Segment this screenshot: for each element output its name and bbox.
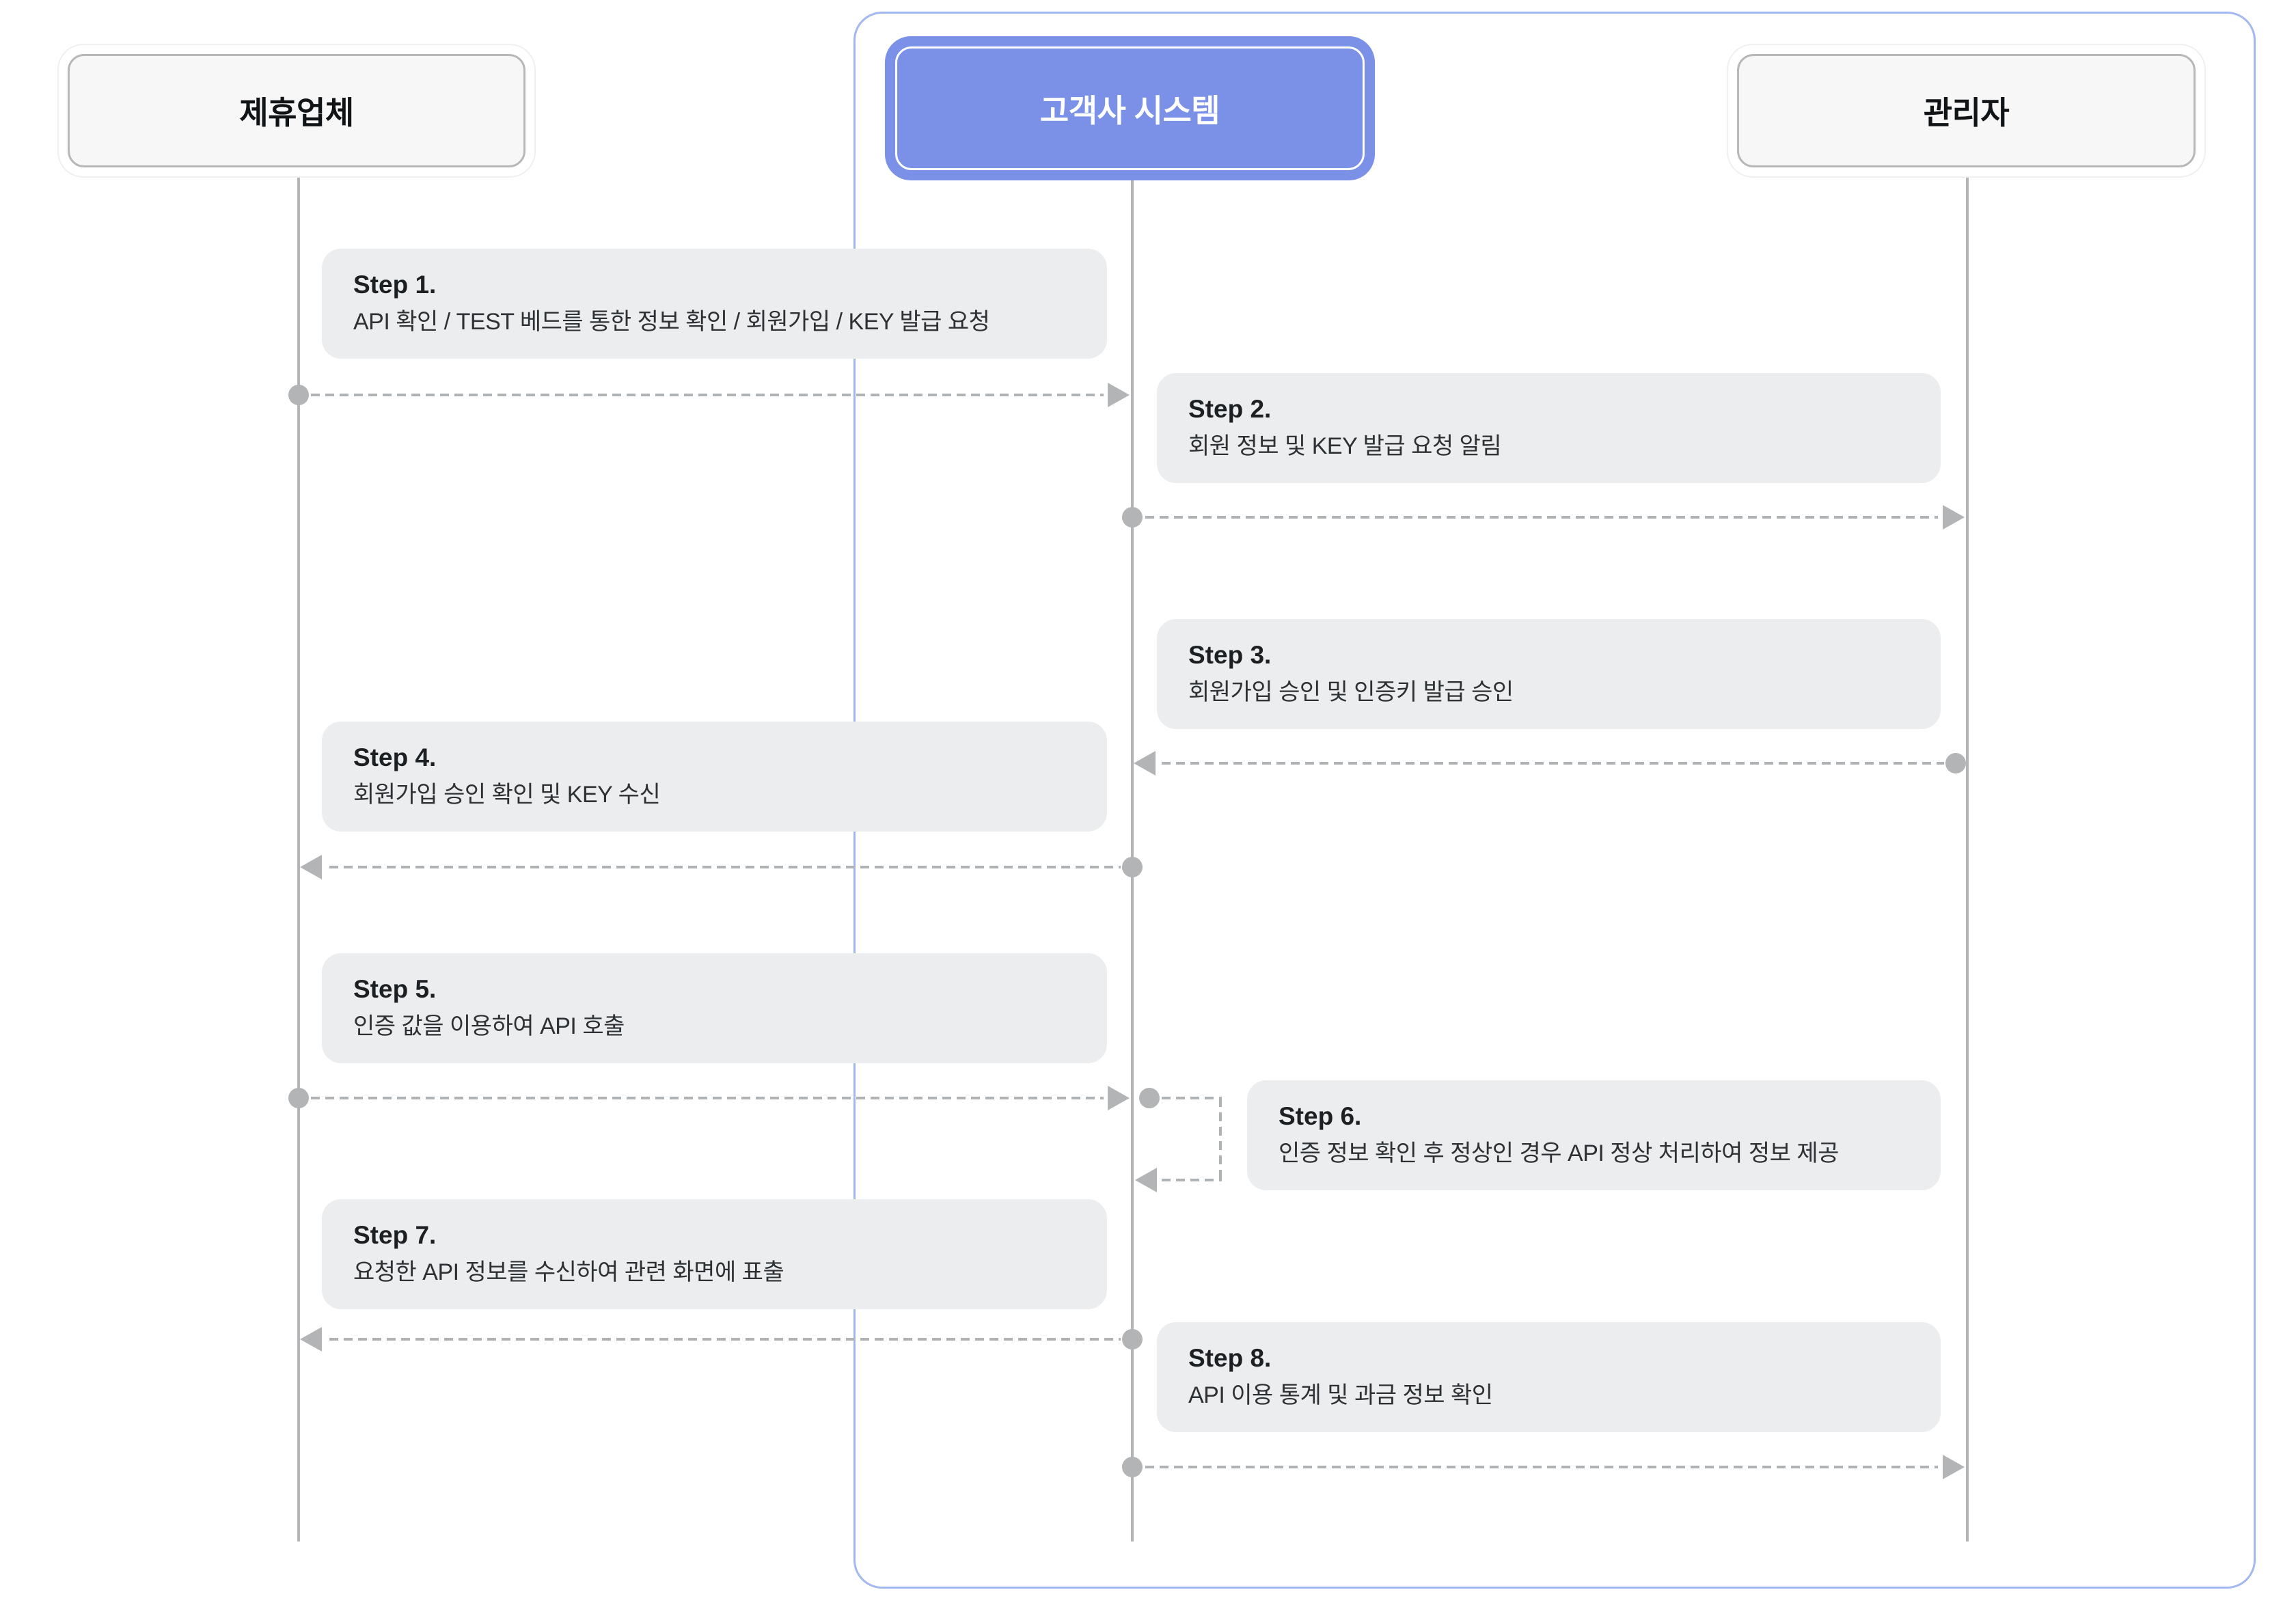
message-origin-dot (288, 385, 309, 405)
actor-admin: 관리자 (1728, 45, 2204, 176)
step-5-desc: 인증 값을 이용하여 API 호출 (353, 1013, 625, 1040)
arrowhead-right-icon (1943, 1455, 1965, 1479)
actor-customer-system-box: 고객사 시스템 (895, 46, 1365, 170)
step-3-desc: 회원가입 승인 및 인증키 발급 승인 (1188, 679, 1514, 706)
step-2-card: Step 2. 회원 정보 및 KEY 발급 요청 알림 (1157, 373, 1941, 483)
step-3-card: Step 3. 회원가입 승인 및 인증키 발급 승인 (1157, 619, 1941, 729)
arrowhead-right-icon (1108, 383, 1130, 407)
message-origin-dot (1122, 857, 1143, 877)
actor-partner-box: 제휴업체 (68, 54, 525, 167)
dashed-message-line (311, 1097, 1104, 1099)
message-origin-dot (1122, 1329, 1143, 1349)
actor-admin-label: 관리자 (1923, 95, 2010, 131)
actor-partner: 제휴업체 (59, 45, 534, 176)
step-4-title: Step 4. (353, 743, 437, 771)
actor-customer-system-label: 고객사 시스템 (1039, 92, 1220, 128)
message-origin-dot (1945, 753, 1966, 773)
step-5-card: Step 5. 인증 값을 이용하여 API 호출 (322, 953, 1107, 1063)
actor-admin-box: 관리자 (1737, 54, 2196, 167)
step-5-title: Step 5. (353, 974, 437, 1003)
arrowhead-left-icon (300, 1327, 322, 1352)
lifeline-partner (297, 178, 300, 1542)
dashed-message-line (1145, 516, 1938, 519)
dashed-message-line (329, 866, 1121, 868)
arrowhead-left-icon (1134, 751, 1156, 776)
arrowhead-left-icon (300, 855, 322, 879)
actor-customer-system: 고객사 시스템 (886, 38, 1374, 179)
dashed-message-line (1162, 1179, 1222, 1181)
arrowhead-right-icon (1943, 505, 1965, 530)
step-1-title: Step 1. (353, 270, 437, 299)
step-8-title: Step 8. (1188, 1343, 1272, 1372)
step-3-title: Step 3. (1188, 640, 1272, 669)
step-6-card: Step 6. 인증 정보 확인 후 정상인 경우 API 정상 처리하여 정보… (1247, 1080, 1941, 1190)
message-origin-dot (1122, 507, 1143, 528)
actor-partner-label: 제휴업체 (239, 95, 354, 131)
step-4-desc: 회원가입 승인 확인 및 KEY 수신 (353, 782, 661, 808)
message-origin-dot (1122, 1457, 1143, 1477)
step-8-desc: API 이용 통계 및 과금 정보 확인 (1188, 1382, 1493, 1409)
step-6-desc: 인증 정보 확인 후 정상인 경우 API 정상 처리하여 정보 제공 (1279, 1140, 1839, 1167)
arrowhead-left-icon (1135, 1168, 1157, 1192)
dashed-message-line (1145, 1466, 1938, 1468)
step-4-card: Step 4. 회원가입 승인 확인 및 KEY 수신 (322, 722, 1107, 832)
step-7-card: Step 7. 요청한 API 정보를 수신하여 관련 화면에 표출 (322, 1199, 1107, 1309)
arrowhead-right-icon (1108, 1086, 1130, 1110)
step-1-desc: API 확인 / TEST 베드를 통한 정보 확인 / 회원가입 / KEY … (353, 309, 990, 335)
dashed-message-line (1162, 762, 1944, 765)
message-origin-dot (288, 1088, 309, 1108)
dashed-message-line (1162, 1097, 1222, 1099)
message-origin-dot (1139, 1088, 1160, 1108)
step-7-desc: 요청한 API 정보를 수신하여 관련 화면에 표출 (353, 1259, 784, 1286)
step-6-title: Step 6. (1279, 1101, 1362, 1130)
dashed-message-line (1219, 1098, 1222, 1180)
step-1-card: Step 1. API 확인 / TEST 베드를 통한 정보 확인 / 회원가… (322, 249, 1107, 359)
step-2-title: Step 2. (1188, 394, 1272, 423)
step-8-card: Step 8. API 이용 통계 및 과금 정보 확인 (1157, 1322, 1941, 1432)
dashed-message-line (311, 394, 1104, 396)
step-7-title: Step 7. (353, 1220, 437, 1249)
lifeline-admin (1966, 178, 1969, 1542)
dashed-message-line (329, 1338, 1121, 1341)
step-2-desc: 회원 정보 및 KEY 발급 요청 알림 (1188, 433, 1502, 460)
